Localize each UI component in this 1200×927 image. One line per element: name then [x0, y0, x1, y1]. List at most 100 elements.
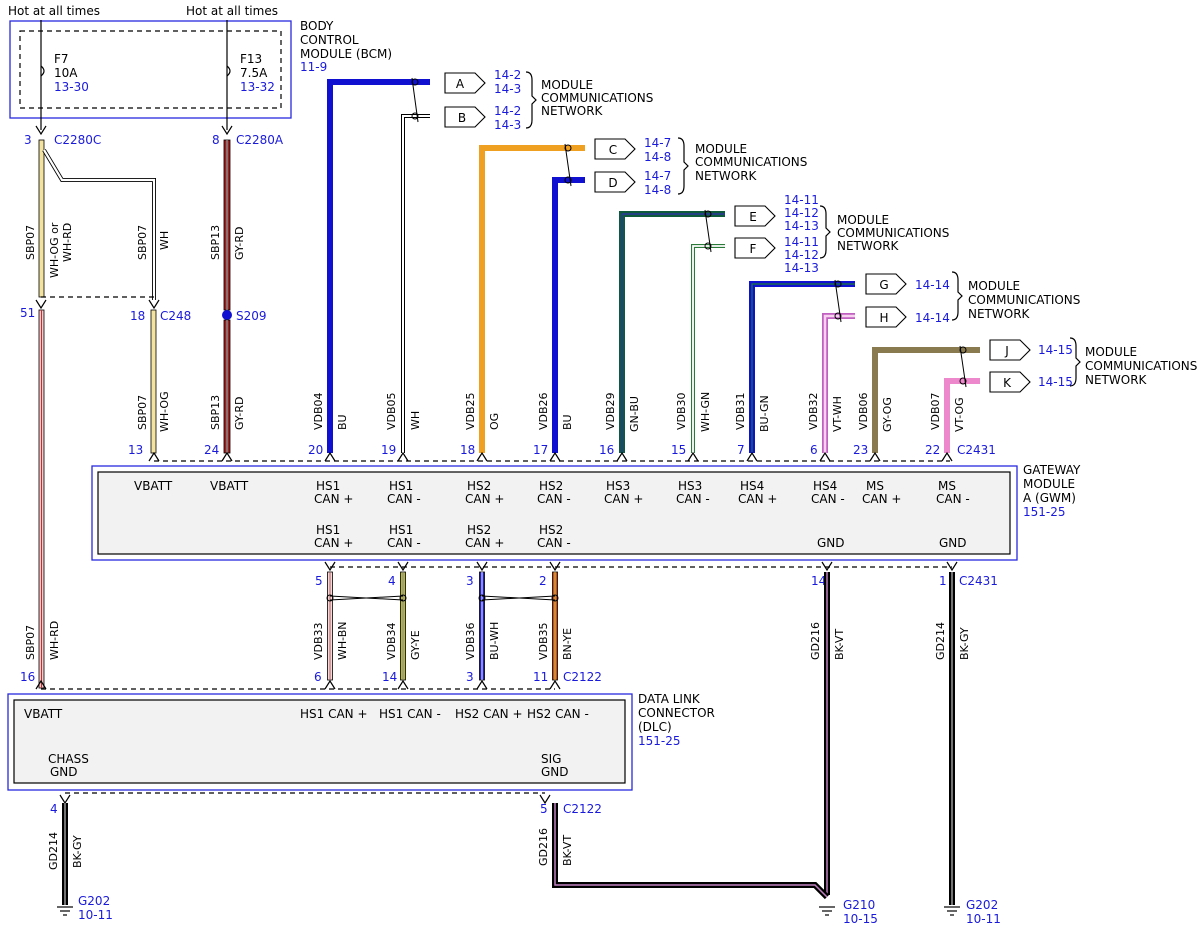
ref-link[interactable]: 14-15	[1038, 375, 1073, 389]
pin-label: CHASS	[48, 752, 89, 766]
fuse-f7-ref[interactable]: 13-30	[54, 80, 89, 94]
ground-g202[interactable]: G202	[966, 898, 998, 912]
pin-3: 3	[24, 133, 32, 147]
ref-link[interactable]: 14-7	[644, 136, 671, 150]
splice-s209[interactable]: S209	[236, 309, 267, 323]
wire-color: WH-BN	[336, 622, 349, 661]
connector-c2280c[interactable]: C2280C	[54, 133, 101, 147]
ref-link[interactable]: 14-14	[915, 278, 950, 292]
pin-label: HS4	[813, 479, 837, 493]
connector-c2280a[interactable]: C2280A	[236, 133, 284, 147]
ref-link[interactable]: 14-11	[784, 235, 819, 249]
tag-e[interactable]: E	[749, 210, 757, 224]
connector-c2431[interactable]: C2431	[957, 443, 996, 457]
fuse-icon	[226, 65, 231, 77]
tag-d[interactable]: D	[608, 176, 617, 190]
bcm-ref[interactable]: 11-9	[300, 60, 327, 74]
fuse-f13-name: F13	[240, 52, 262, 66]
ref-link[interactable]: 14-8	[644, 150, 671, 164]
tag-b-icon	[444, 106, 486, 128]
hot-label-1: Hot at all times	[8, 4, 100, 18]
ref-link[interactable]: 14-12	[784, 206, 819, 220]
dlc-name: CONNECTOR	[638, 706, 715, 720]
mcn-1: MODULE	[837, 213, 889, 227]
ref-link[interactable]: 14-13	[784, 261, 819, 275]
pin: 4	[50, 802, 58, 816]
fuse-f13-ref[interactable]: 13-32	[240, 80, 275, 94]
connector-c2431[interactable]: C2431	[959, 574, 998, 588]
ref-link[interactable]: 14-15	[1038, 343, 1073, 357]
ref-link[interactable]: 14-13	[784, 219, 819, 233]
page-refs: 14-2 14-3 14-2 14-3 14-7 14-8 14-7 14-8 …	[494, 68, 1073, 389]
wire-color: BK-GY	[71, 835, 84, 868]
hot-label-2: Hot at all times	[186, 4, 278, 18]
ref-link[interactable]: 14-3	[494, 82, 521, 96]
ref-link[interactable]: 14-14	[915, 311, 950, 325]
tag-h[interactable]: H	[879, 311, 888, 325]
fuse-icon	[40, 65, 45, 77]
ref-link[interactable]: 14-12	[784, 248, 819, 262]
ground-g202[interactable]: G202	[78, 894, 110, 908]
pin-label: HS2	[467, 479, 491, 493]
mcn-3: NETWORK	[695, 169, 758, 183]
tag-b[interactable]: B	[458, 111, 466, 125]
wire-color: BU-GN	[758, 395, 771, 432]
wire-color: BK-GY	[958, 627, 971, 660]
wire-color: BU-WH	[488, 622, 501, 660]
ref-link[interactable]: 14-3	[494, 118, 521, 132]
wire-code: VDB31	[734, 392, 747, 430]
mcn-1: MODULE	[1085, 345, 1137, 359]
ground-g210[interactable]: G210	[843, 898, 875, 912]
ref-link[interactable]: 14-8	[644, 183, 671, 197]
pin-label: MS	[866, 479, 884, 493]
wire-code: VDB26	[537, 392, 550, 430]
connector-arrows	[148, 451, 953, 462]
connector-c248[interactable]: C248	[160, 309, 191, 323]
wire-color: GY-RD	[233, 227, 246, 260]
pin-label: CAN +	[465, 492, 504, 506]
ref-link[interactable]: 14-2	[494, 104, 521, 118]
wire-code: VDB07	[929, 392, 942, 430]
tag-c[interactable]: C	[609, 143, 617, 157]
ground-ref[interactable]: 10-11	[966, 912, 1001, 926]
pin-label: GND	[50, 765, 78, 779]
tag-a[interactable]: A	[456, 77, 465, 91]
wire-color: BK-VT	[833, 629, 846, 660]
ref-link[interactable]: 14-11	[784, 193, 819, 207]
tag-j-icon	[989, 339, 1031, 361]
pin-label: CAN -	[387, 536, 421, 550]
pin-label: HS1	[389, 523, 413, 537]
ground-ref[interactable]: 10-15	[843, 912, 878, 926]
connector-arrow-icon	[221, 125, 233, 136]
brace-icon	[525, 71, 537, 129]
pin: 4	[388, 574, 396, 588]
wire-color: GY-YE	[409, 630, 422, 660]
wire-color: WH-RD	[48, 621, 61, 660]
pin-label: HS1 CAN -	[379, 707, 441, 721]
wire-color: VT-OG	[953, 397, 966, 432]
tag-g[interactable]: G	[879, 278, 888, 292]
wire-color: GY-OG	[881, 397, 894, 432]
pin-label: HS1	[389, 479, 413, 493]
pin: 16	[599, 443, 614, 457]
ref-link[interactable]: 14-7	[644, 169, 671, 183]
dlc-ref[interactable]: 151-25	[638, 734, 681, 748]
wire-code: SBP13	[209, 225, 222, 260]
gwm-to-dlc: 5 4 3 2 14 1 C2431 VDB33 WH-BN VDB34 GY	[20, 561, 998, 905]
wire-code: VDB33	[312, 622, 325, 660]
wire-code: GD216	[809, 622, 822, 660]
tag-f[interactable]: F	[750, 242, 757, 256]
pin-18: 18	[130, 309, 145, 323]
connector-c2122[interactable]: C2122	[563, 670, 602, 684]
connector-c2122[interactable]: C2122	[563, 802, 602, 816]
pin-label: HS2	[539, 523, 563, 537]
gwm-ref[interactable]: 151-25	[1023, 505, 1066, 519]
wire-code: SBP13	[209, 395, 222, 430]
ref-link[interactable]: 14-2	[494, 68, 521, 82]
fuse-f7-rating: 10A	[54, 66, 78, 80]
tag-k[interactable]: K	[1003, 376, 1012, 390]
tag-j[interactable]: J	[1004, 344, 1009, 358]
bcm-inner-box	[19, 30, 282, 109]
ground-ref[interactable]: 10-11	[78, 908, 113, 922]
